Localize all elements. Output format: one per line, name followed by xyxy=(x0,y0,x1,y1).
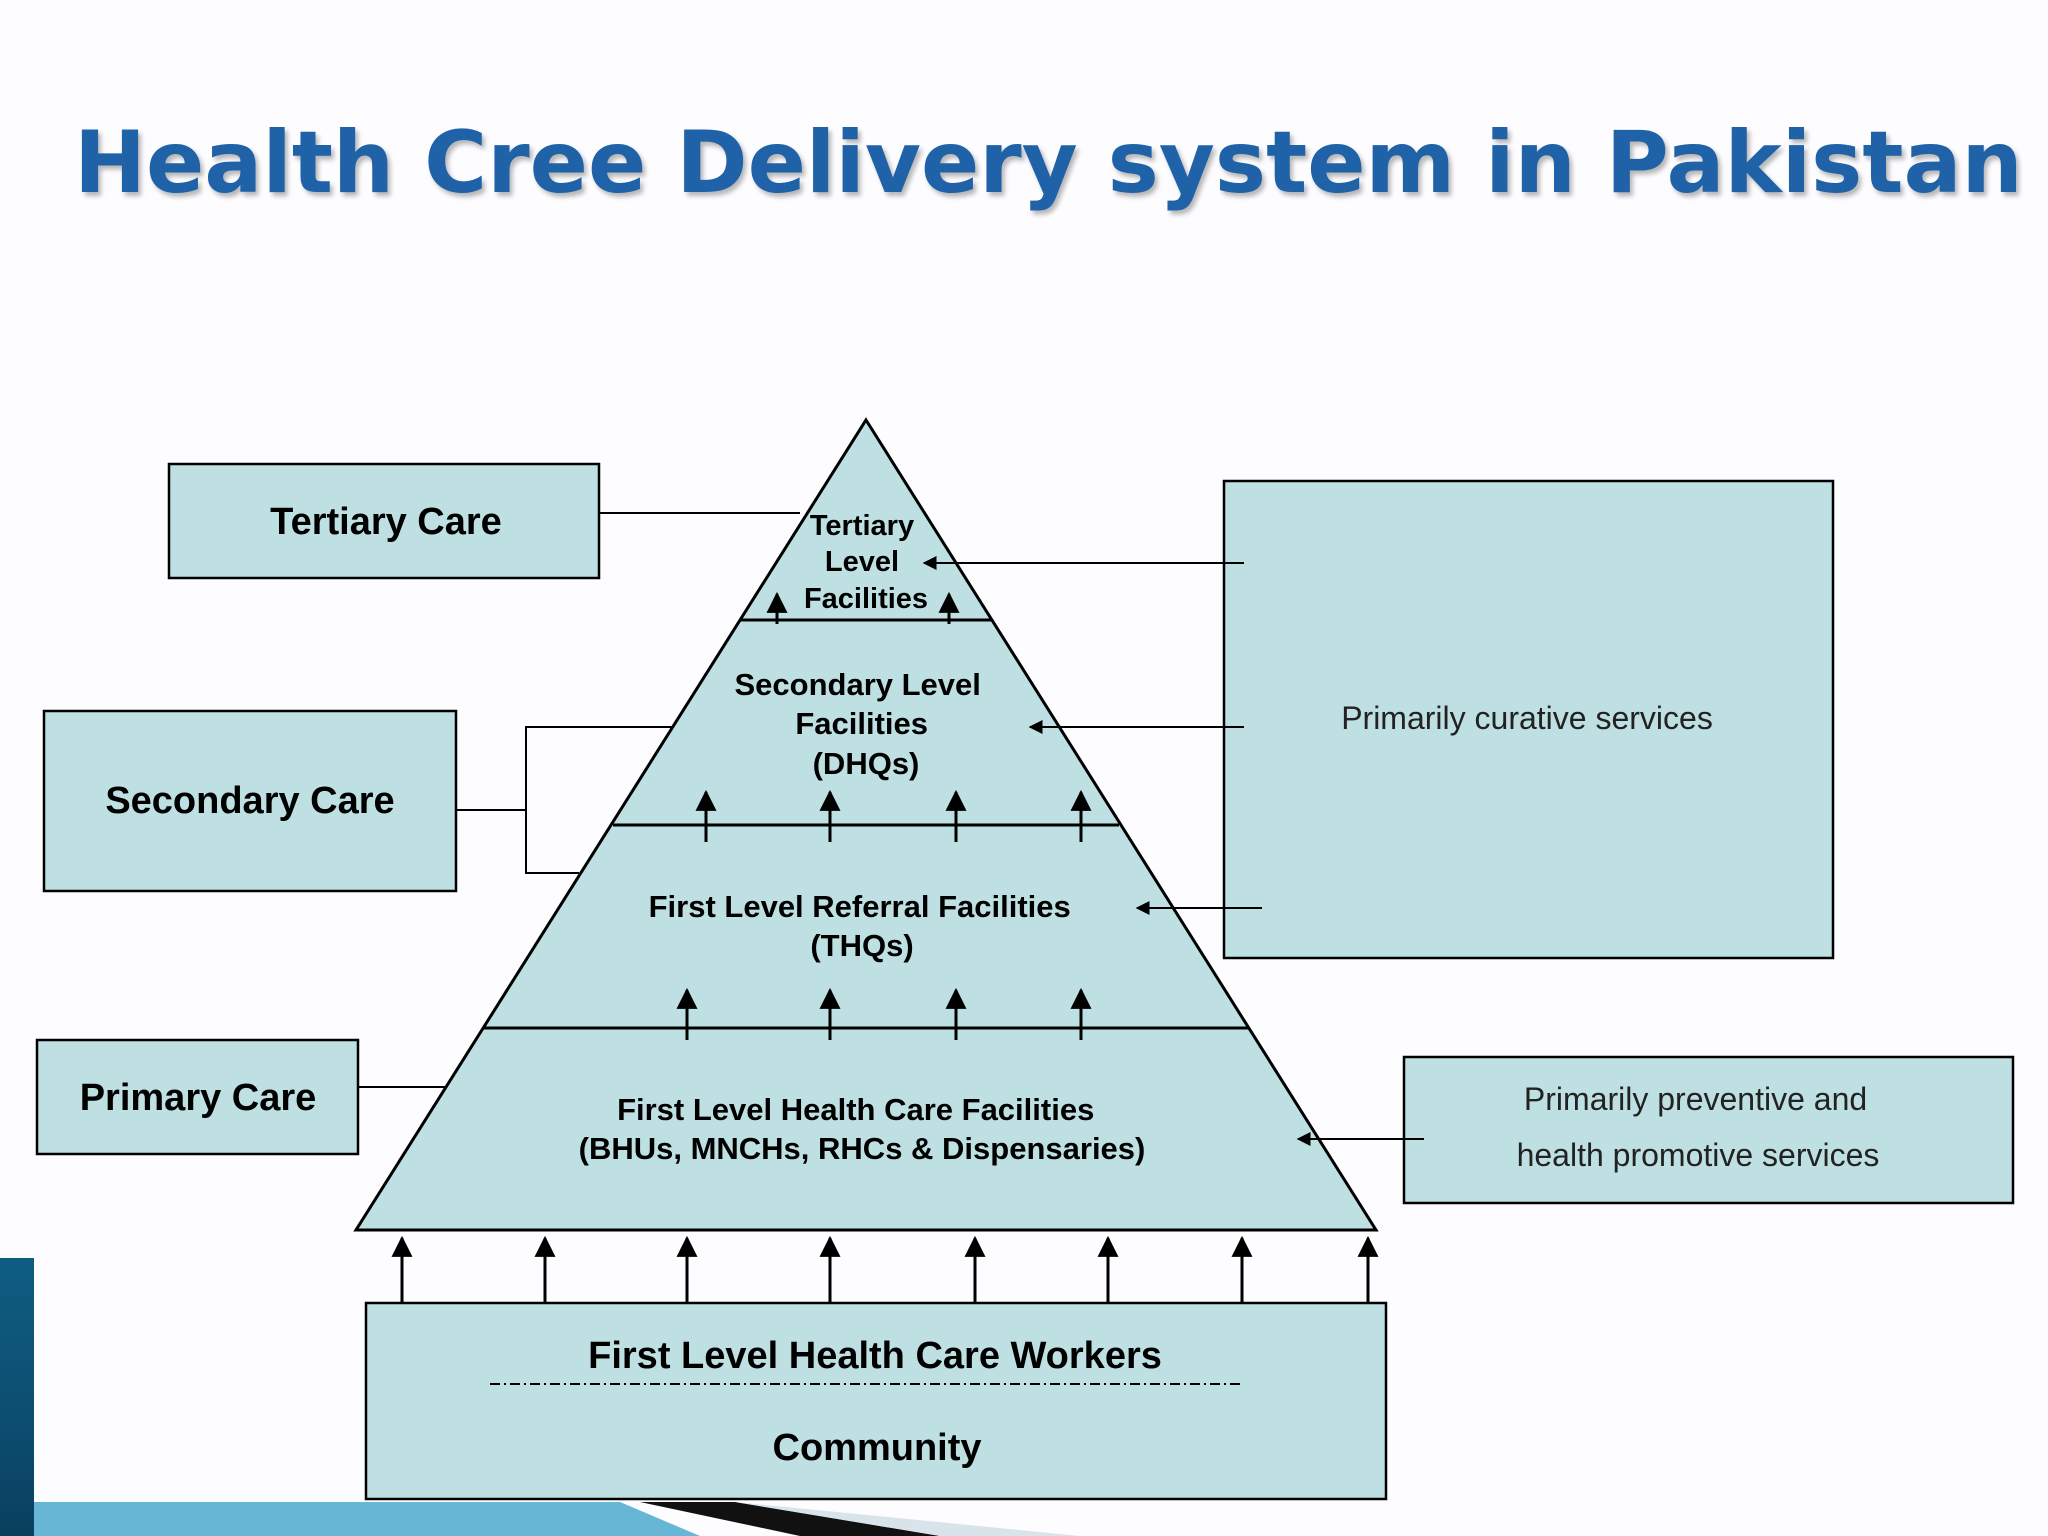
bottom-frame-light xyxy=(735,1502,1080,1536)
secondary-connector xyxy=(456,726,672,811)
community-base-box xyxy=(364,1301,1388,1501)
tier-first-referral-label: First Level Referral Facilities (THQs) xyxy=(649,889,1080,963)
care-connectors xyxy=(358,512,800,1088)
tier-first-health-label: First Level Health Care Facilities (BHUs… xyxy=(579,1092,1146,1166)
secondary-care-box xyxy=(42,709,458,893)
secondary-care-label: Secondary Care xyxy=(105,780,394,822)
base-up-arrows xyxy=(391,1235,1379,1303)
curative-services-label: Primarily curative services xyxy=(1341,700,1713,736)
curative-services-box xyxy=(1222,479,1835,960)
left-frame-accent xyxy=(0,1258,34,1536)
tertiary-care-box xyxy=(167,462,601,580)
tier-secondary-label: Secondary Level Facilities (DHQs) xyxy=(734,667,989,781)
workers-label: First Level Health Care Workers xyxy=(588,1335,1162,1377)
slide-title: Health Cree Delivery system in Pakistan xyxy=(74,113,2023,213)
tertiary-care-label: Tertiary Care xyxy=(270,501,502,543)
preventive-services-label: Primarily preventive and health promotiv… xyxy=(1517,1081,1880,1173)
secondary-connector-lower xyxy=(525,810,579,874)
community-label: Community xyxy=(773,1427,982,1469)
tier-up-arrows xyxy=(676,591,1092,1040)
primary-care-box xyxy=(35,1038,360,1156)
preventive-services-box xyxy=(1402,1055,2015,1205)
tier-tertiary-label: Tertiary Level Facilities xyxy=(804,510,928,615)
bottom-frame-gradient xyxy=(34,1502,700,1536)
bottom-frame-dark xyxy=(640,1502,940,1536)
service-arrows xyxy=(922,556,1424,1146)
primary-care-label: Primary Care xyxy=(80,1077,317,1119)
